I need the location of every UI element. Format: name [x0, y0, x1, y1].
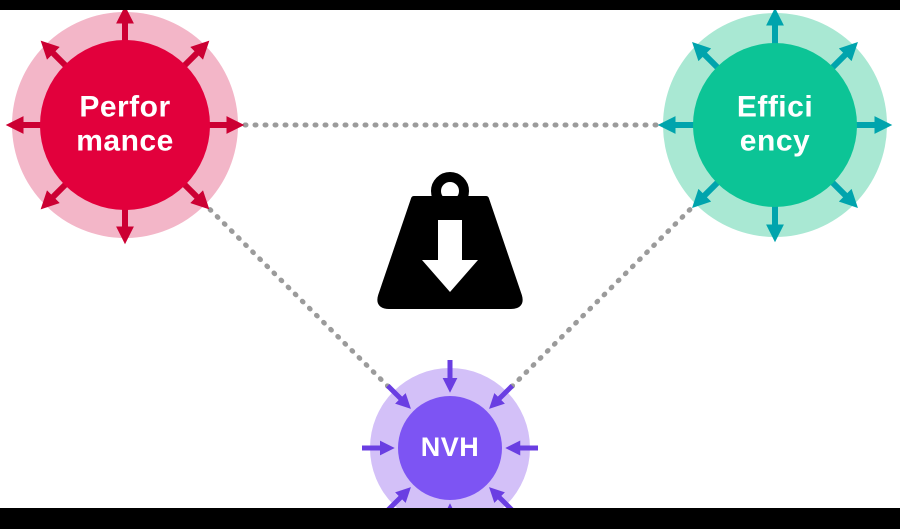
- performance-label-line2: mance: [76, 124, 174, 157]
- bottom-black-bar: [0, 508, 900, 529]
- arrow-icon: [386, 487, 411, 512]
- performance-label: Perfor mance: [76, 90, 174, 157]
- arrow-icon: [489, 384, 514, 409]
- efficiency-label-line1: Effici: [736, 90, 814, 124]
- performance-label-line1: Perfor: [79, 90, 171, 124]
- efficiency-circle: [693, 43, 857, 207]
- nvh-label-line1: NVH: [420, 431, 480, 462]
- top-black-bar: [0, 0, 900, 10]
- weight-icon: [377, 172, 523, 309]
- nvh-label: NVH: [421, 432, 480, 462]
- arrow-icon: [386, 384, 411, 409]
- performance-circle: [40, 40, 210, 210]
- nvh-circle: [398, 396, 502, 500]
- efficiency-label: Effici ency: [737, 90, 813, 157]
- arrow-icon: [489, 487, 514, 512]
- down-arrow-icon: [422, 220, 478, 292]
- efficiency-label-line2: ency: [739, 124, 811, 157]
